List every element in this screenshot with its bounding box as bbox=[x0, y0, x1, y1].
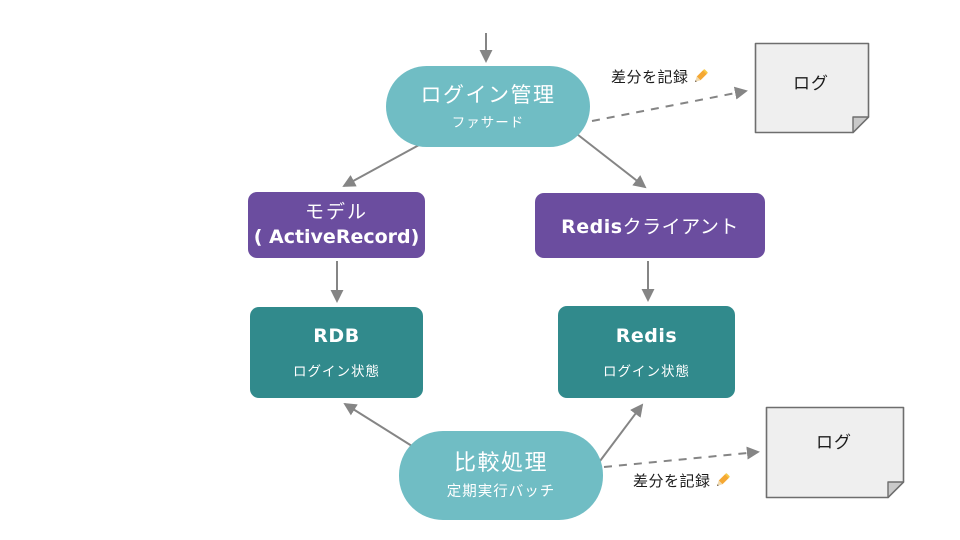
pencil-icon bbox=[694, 69, 708, 83]
batch-node: 比較処理 定期実行バッチ bbox=[399, 431, 603, 520]
rdb-node: RDB ログイン状態 bbox=[250, 307, 423, 398]
facade-subtitle: ファサード bbox=[451, 115, 525, 132]
log-note-bottom: ログ bbox=[765, 406, 905, 499]
diff-annotation-bottom: 差分を記録 bbox=[633, 470, 732, 491]
redis-client-label-kana: クライアント bbox=[622, 216, 739, 238]
log-note-top: ログ bbox=[754, 42, 870, 134]
model-subtitle: ( ActiveRecord) bbox=[253, 226, 420, 248]
facade-node: ログイン管理 ファサード bbox=[386, 66, 590, 147]
diff-annotation-bottom-label: 差分を記録 bbox=[633, 472, 711, 490]
log-note-bottom-label: ログ bbox=[816, 433, 852, 453]
diff-annotation-top-label: 差分を記録 bbox=[611, 68, 689, 86]
connector-facade-to-model bbox=[342, 138, 431, 187]
connector-facade-to-log-dashed bbox=[591, 86, 748, 122]
batch-subtitle: 定期実行バッチ bbox=[446, 484, 556, 501]
batch-title: 比較処理 bbox=[453, 450, 548, 476]
redis-client-label-latin: Redis bbox=[561, 216, 623, 238]
redis-subtitle: ログイン状態 bbox=[603, 363, 690, 380]
redis-client-label: Redisクライアント bbox=[561, 212, 739, 239]
rdb-title: RDB bbox=[313, 325, 360, 347]
connector-batch-to-log-dashed bbox=[603, 446, 760, 468]
connector-batch-to-redis bbox=[599, 403, 644, 462]
redis-title: Redis bbox=[615, 324, 678, 347]
pencil-icon bbox=[716, 473, 730, 487]
note-fold bbox=[852, 116, 870, 134]
rdb-subtitle: ログイン状態 bbox=[293, 364, 380, 380]
model-node: モデル ( ActiveRecord) bbox=[248, 192, 425, 258]
connector-facade-to-redis-client bbox=[572, 130, 647, 189]
model-title: モデル bbox=[304, 201, 368, 224]
note-fold bbox=[887, 481, 905, 499]
redis-client-node: Redisクライアント bbox=[535, 193, 765, 258]
log-note-top-label: ログ bbox=[793, 74, 829, 94]
facade-title: ログイン管理 bbox=[420, 82, 556, 107]
redis-node: Redis ログイン状態 bbox=[558, 306, 735, 398]
diff-annotation-top: 差分を記録 bbox=[611, 66, 710, 87]
